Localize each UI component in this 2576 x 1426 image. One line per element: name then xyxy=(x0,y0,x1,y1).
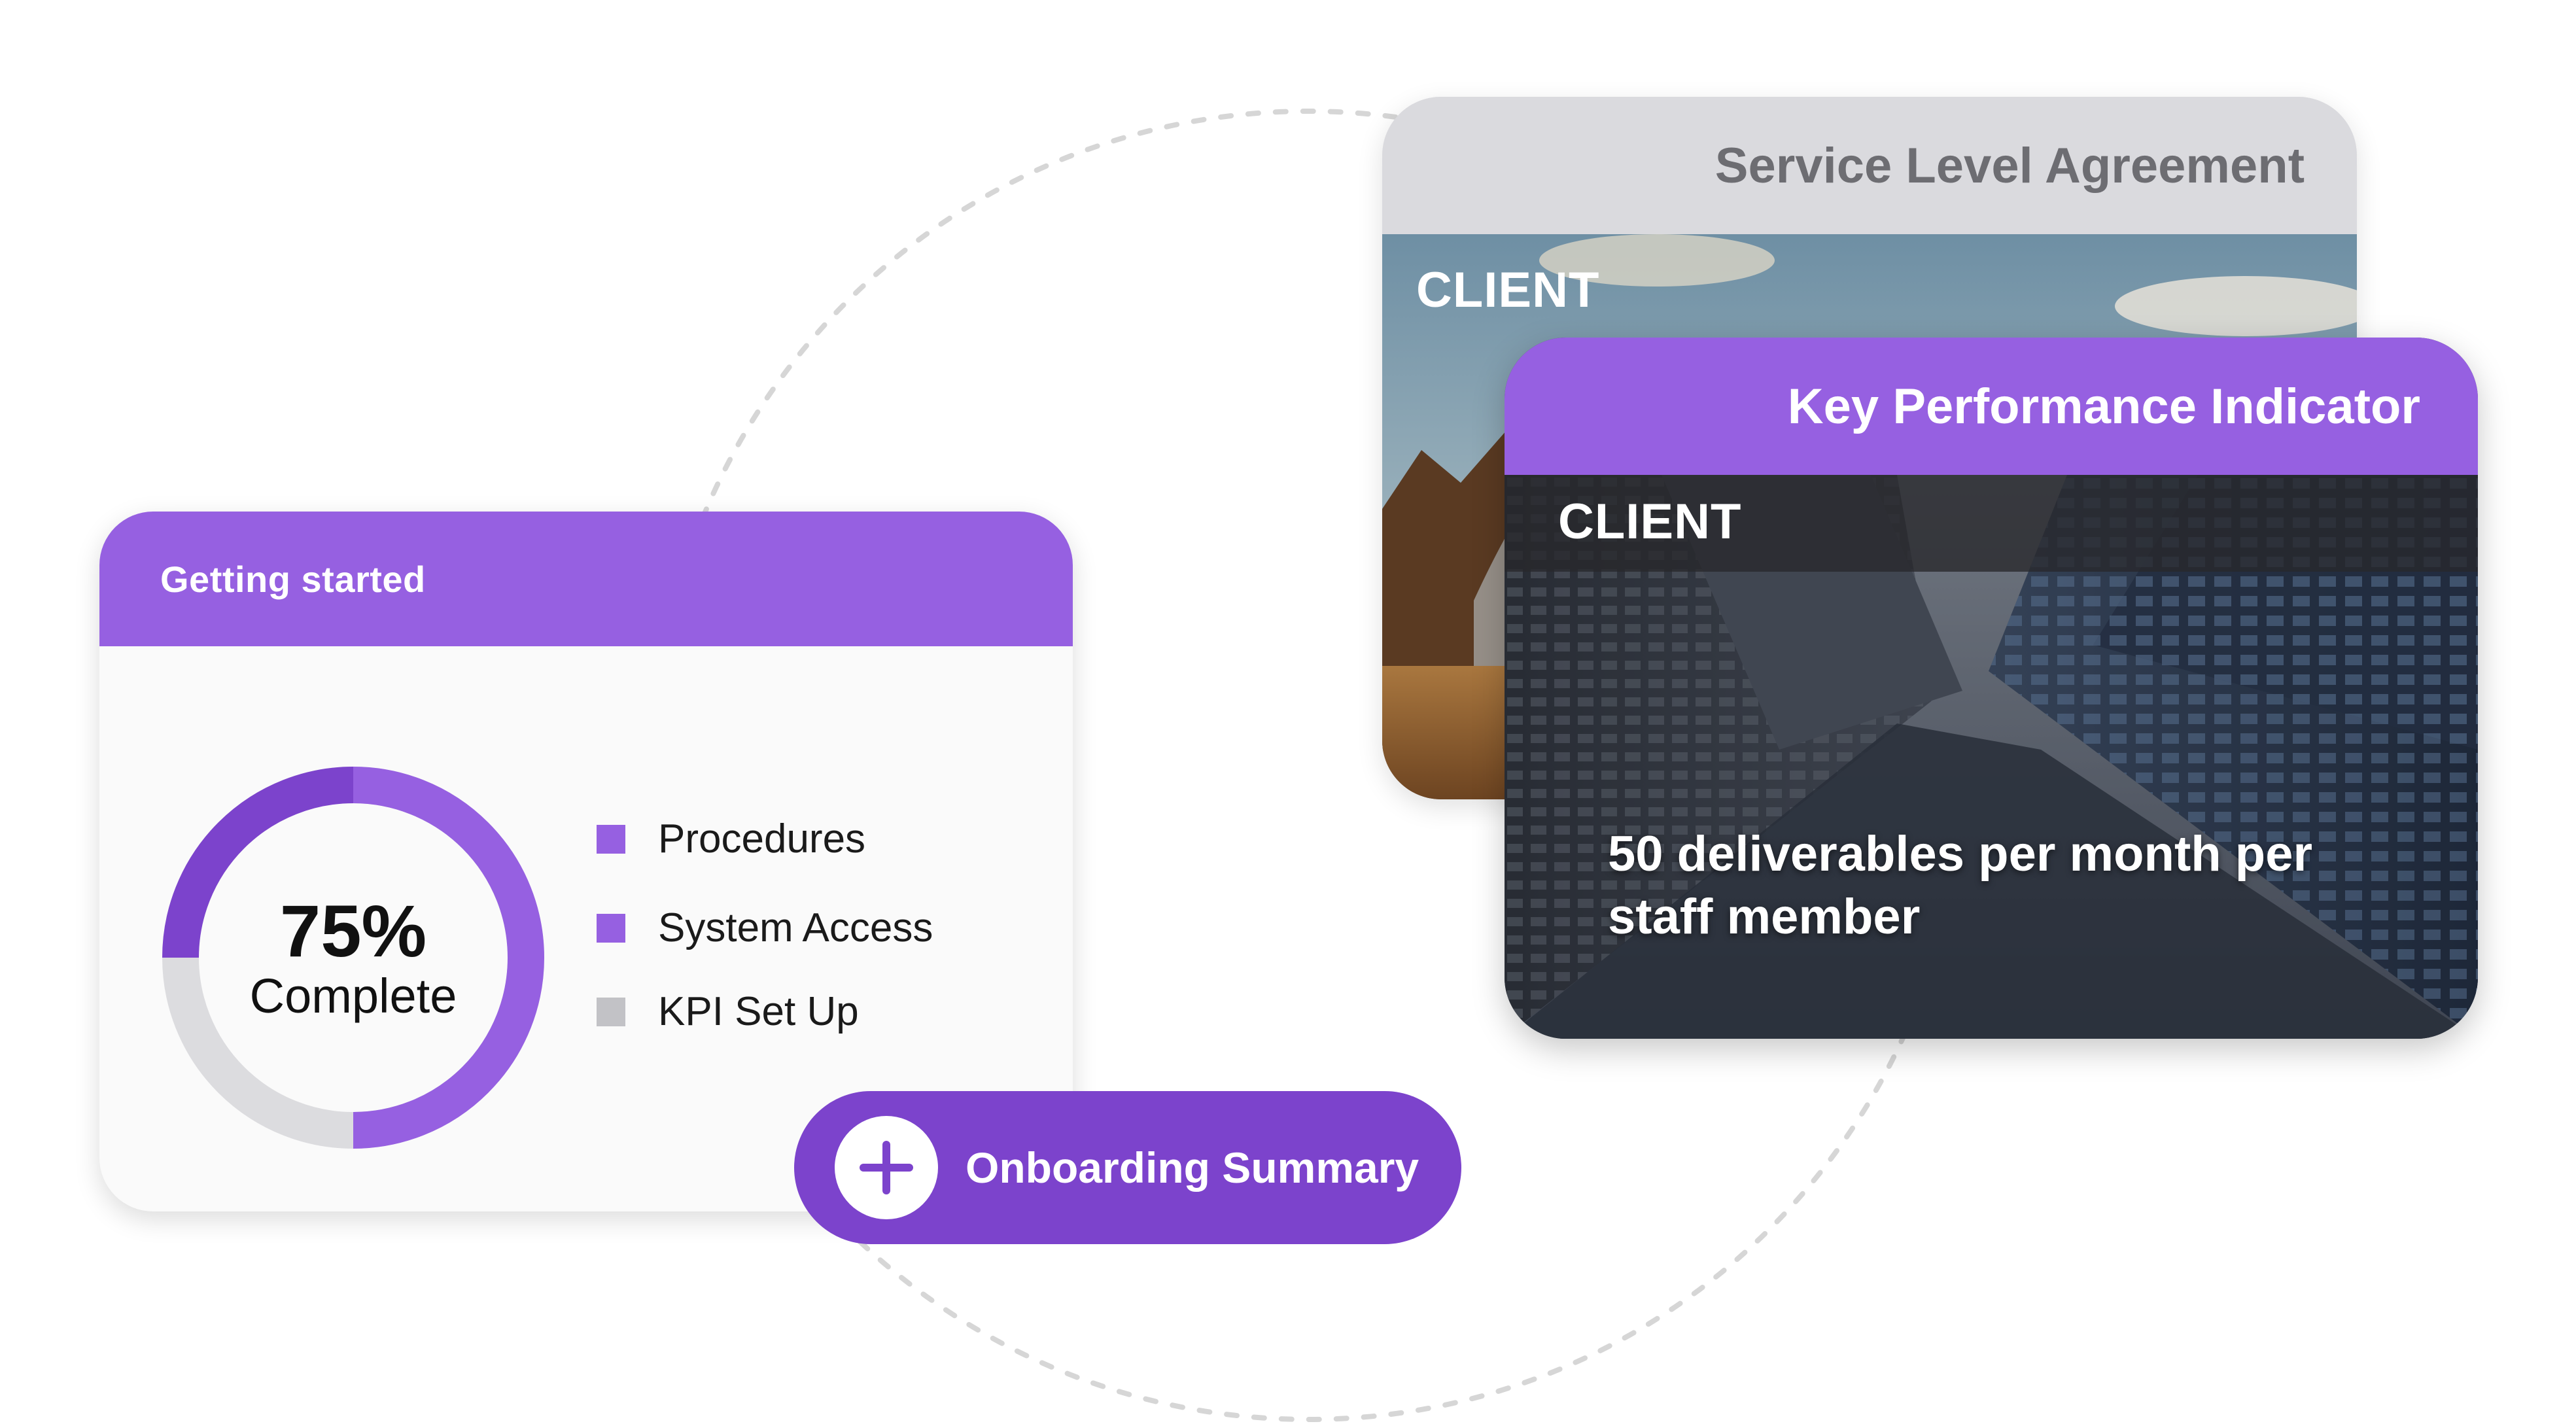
kpi-card[interactable]: Key Performance Indicator CLIENT 50 deli… xyxy=(1505,338,2478,1039)
legend-item-procedures: Procedures xyxy=(597,816,865,862)
legend-label-system-access: System Access xyxy=(658,905,933,950)
plus-icon xyxy=(835,1116,938,1219)
progress-center: 75% Complete xyxy=(144,748,563,1167)
legend-item-system-access: System Access xyxy=(597,905,933,951)
progress-percent: 75% xyxy=(279,890,427,972)
sla-client-label: CLIENT xyxy=(1416,262,1600,318)
legend-label-kpi-set-up: KPI Set Up xyxy=(658,989,859,1034)
getting-started-title: Getting started xyxy=(160,558,426,600)
kpi-metric-text: 50 deliverables per month per staff memb… xyxy=(1608,826,2313,945)
progress-donut xyxy=(162,767,544,1149)
sla-card-title: Service Level Agreement xyxy=(1714,137,2305,194)
legend-swatch-procedures xyxy=(597,824,625,854)
kpi-card-header: Key Performance Indicator xyxy=(1505,338,2478,475)
sla-card-header: Service Level Agreement xyxy=(1382,97,2357,234)
onboarding-summary-button[interactable]: Onboarding Summary xyxy=(794,1091,1461,1244)
legend-swatch-system-access xyxy=(597,913,625,943)
onboarding-summary-label: Onboarding Summary xyxy=(966,1143,1419,1192)
kpi-client-label: CLIENT xyxy=(1558,494,1742,549)
getting-started-header: Getting started xyxy=(99,512,1073,646)
legend-label-procedures: Procedures xyxy=(658,816,866,861)
legend-swatch-kpi-set-up xyxy=(597,997,625,1026)
progress-status: Complete xyxy=(249,969,457,1024)
kpi-client-band xyxy=(1505,475,2478,572)
kpi-card-title: Key Performance Indicator xyxy=(1787,378,2420,434)
progress-segment-procedures xyxy=(353,767,544,1149)
legend-item-kpi-set-up: KPI Set Up xyxy=(597,988,859,1035)
progress-segment-system-access xyxy=(162,767,354,958)
